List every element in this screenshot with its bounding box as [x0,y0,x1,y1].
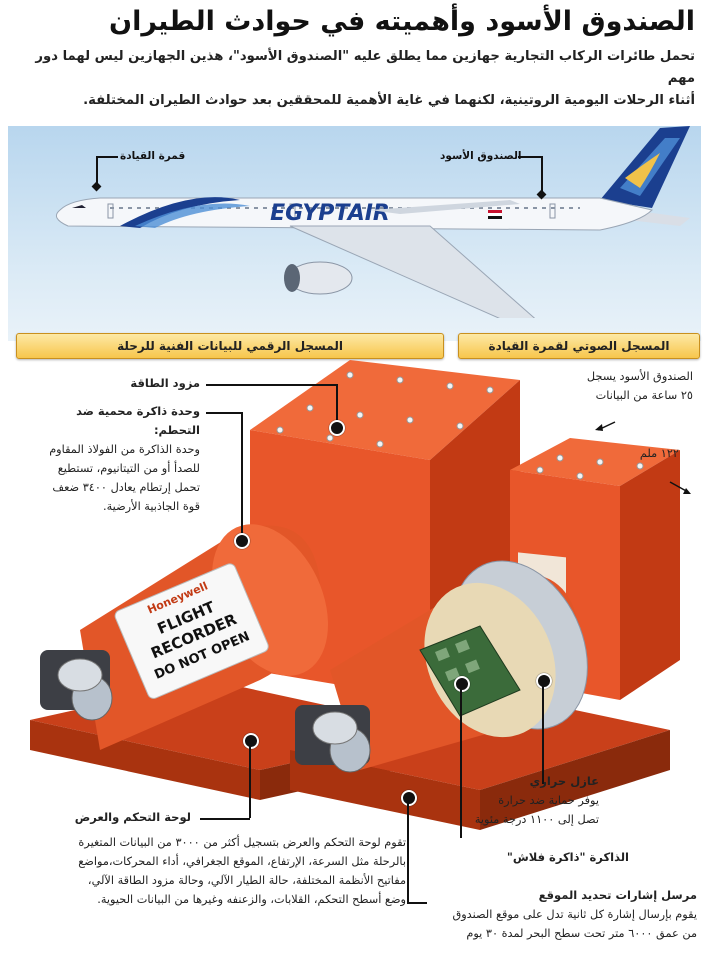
locator-body-line-1: يقوم بإرسال إشارة كل ثانية تدل على موقع … [452,908,697,921]
locator-marker [401,790,417,806]
blackbox-plane-label: الصندوق الأسود [440,150,522,162]
cvr-capacity-note: الصندوق الأسود يسجل ٢٥ ساعة من البيانات [553,367,693,405]
intro-line-2: أثناء الرحلات اليومية الروتينية، لكنهما … [83,93,695,108]
insulator-body-line-1: يوفر حماية ضد حرارة [498,794,599,807]
control-panel-body-line-4: وضع أسطح التحكم، القلابات، والزعنفه وغير… [97,893,406,906]
memory-body-line-2: للصدأ أو من التيتانيوم، تستطيع [57,462,200,475]
cvr-capacity-line-2: ٢٥ ساعة من البيانات [595,389,693,402]
locator-leader-h [407,902,427,904]
airline-logo: EGYPTAIR [270,201,390,226]
flash-marker [454,676,470,692]
intro-text: تحمل طائرات الركاب التجارية جهازين مما ي… [5,46,695,112]
cvr-size-note: ١٢٢ ملم [639,447,679,460]
page-title: الصندوق الأسود وأهميته في حوادث الطيران [109,6,695,37]
insulator-leader [542,684,544,784]
control-panel-marker [243,733,259,749]
locator-note: مرسل إشارات تحديد الموقع يقوم بإرسال إشا… [427,886,697,943]
insulator-note: عازل حراري يوفر حماية ضد حرارة تصل إلى ١… [439,772,599,829]
cvr-banner: المسجل الصوتي لقمرة القيادة [458,333,700,359]
control-panel-leader-v [249,745,251,818]
flash-memory-title: الذاكرة "ذاكرة فلاش" [506,850,629,864]
power-marker [329,420,345,436]
memory-marker [234,533,250,549]
control-panel-body-line-2: بالرحلة مثل السرعة، الإرتفاع، الموقع الج… [78,855,406,868]
memory-unit-note: وحدة ذاكرة محمية ضد التحطم: وحدة الذاكرة… [16,402,200,516]
power-supply-label: مزود الطاقة [130,376,200,390]
cockpit-leader-line-v [96,156,98,186]
locator-title: مرسل إشارات تحديد الموقع [538,888,697,902]
insulator-marker [536,673,552,689]
flash-memory-note: الذاكرة "ذاكرة فلاش" [409,848,629,867]
control-panel-note: لوحة التحكم والعرض تقوم لوحة التحكم والع… [16,808,406,909]
locator-leader-v [407,802,409,902]
control-panel-title: لوحة التحكم والعرض [74,810,191,824]
power-leader-h [206,384,336,386]
intro-line-1: تحمل طائرات الركاب التجارية جهازين مما ي… [35,49,695,86]
memory-leader-h [206,412,242,414]
memory-leader-v [241,412,243,537]
memory-title-line-1: وحدة ذاكرة محمية ضد [76,404,200,418]
memory-body-line-1: وحدة الذاكرة من الفولاذ المقاوم [49,443,200,456]
power-supply-title: مزود الطاقة [16,374,200,393]
cvr-capacity-line-1: الصندوق الأسود يسجل [586,370,693,383]
control-panel-body-line-3: مفاتيح الأنظمة المختلفة، حالة الطيار الآ… [87,874,406,887]
cockpit-leader-line [96,156,118,158]
control-panel-leader-h [200,818,250,820]
control-panel-body-line-1: تقوم لوحة التحكم والعرض بتسجيل أكثر من ٣… [78,836,406,849]
cockpit-label: قمرة القيادة [120,150,186,162]
blackbox-leader-line [518,156,542,158]
insulator-title: عازل حراري [529,774,599,788]
power-leader-v [336,384,338,424]
memory-body-line-4: قوة الجاذبية الأرضية. [103,500,200,513]
memory-title-line-2: التحطم: [153,423,200,437]
memory-body-line-3: تحمل إرتطام يعادل ٣٤٠٠ ضعف [52,481,200,494]
flash-leader [460,688,462,838]
airplane-illustration: EGYPTAIR [55,126,690,318]
recorders-illustration: Honeywell FLIGHT RECORDER DO NOT OPEN [30,360,691,830]
fdr-banner: المسجل الرقمي للبيانات الفنية للرحلة [16,333,444,359]
blackbox-leader-line-v [541,156,543,194]
locator-body-line-2: من عمق ٦٠٠٠ متر تحت سطح البحر لمدة ٣٠ يو… [466,927,697,940]
insulator-body-line-2: تصل إلى ١١٠٠ درجة مئوية [474,813,599,826]
